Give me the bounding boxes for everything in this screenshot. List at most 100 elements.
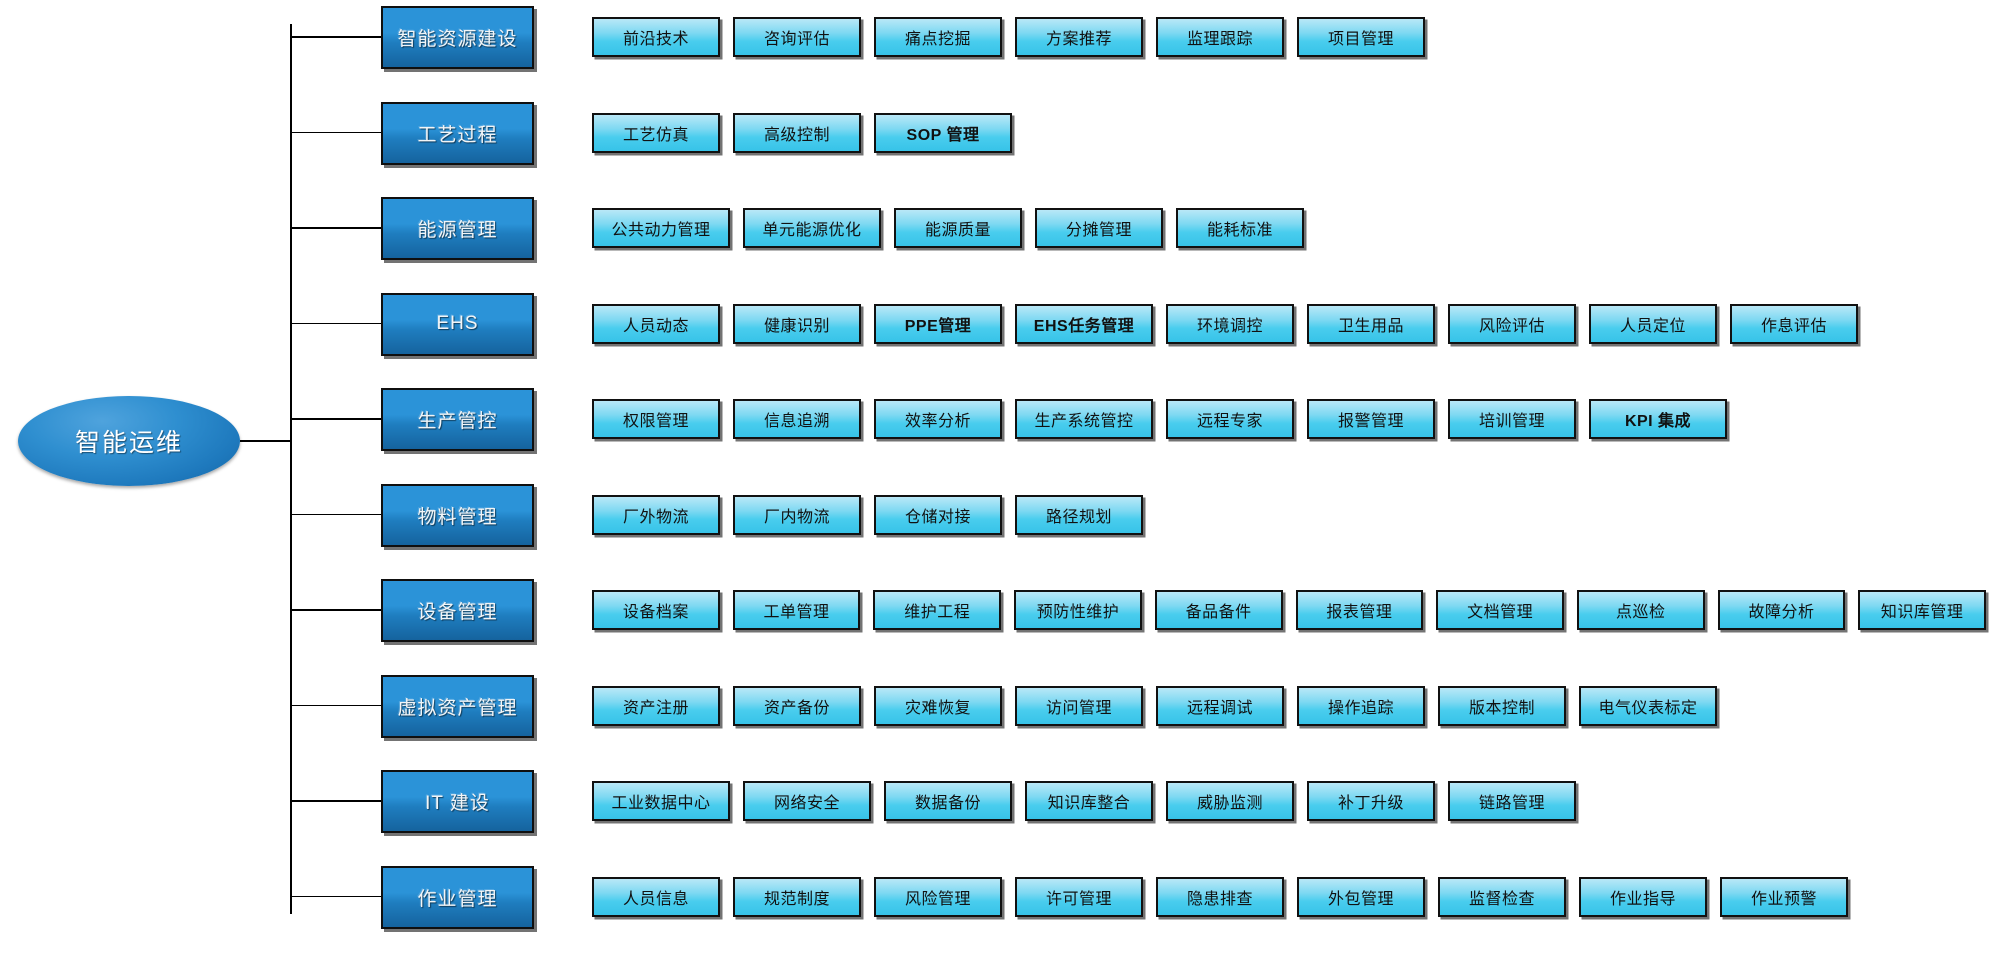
leaf-node[interactable]: 风险评估 bbox=[1448, 303, 1576, 344]
category-node[interactable]: 能源管理 bbox=[381, 197, 534, 260]
leaf-node[interactable]: 高级控制 bbox=[733, 112, 861, 153]
leaf-node[interactable]: 备品备件 bbox=[1154, 590, 1283, 630]
leaf-node[interactable]: 作业预警 bbox=[1720, 876, 1848, 917]
leaf-node[interactable]: 报警管理 bbox=[1307, 399, 1435, 439]
leaf-node[interactable]: 卫生用品 bbox=[1307, 303, 1435, 344]
leaf-node[interactable]: 点巡检 bbox=[1576, 590, 1705, 630]
leaf-node[interactable]: 能源质量 bbox=[894, 208, 1022, 248]
leaf-node[interactable]: 监督检查 bbox=[1438, 876, 1566, 917]
leaf-row: 资产注册资产备份 灾难恢复 访问管理 远程调试 操作追踪版本控制电气仪表标定 bbox=[592, 685, 1999, 726]
leaf-node-label: 咨询评估 bbox=[763, 31, 830, 48]
leaf-node-label: 权限管理 bbox=[622, 413, 689, 430]
category-node[interactable]: 生产管控 bbox=[381, 388, 534, 451]
leaf-node-label: 远程调试 bbox=[1186, 699, 1253, 717]
leaf-node[interactable]: 培训管理 bbox=[1448, 399, 1576, 439]
leaf-node[interactable]: 远程专家 bbox=[1166, 399, 1294, 439]
leaf-node[interactable]: 路径规划 bbox=[1015, 494, 1143, 535]
leaf-node[interactable]: 工艺仿真 bbox=[592, 112, 720, 153]
leaf-node[interactable]: PPE管理 bbox=[874, 303, 1002, 344]
leaf-node[interactable]: 预防性维护 bbox=[1014, 590, 1142, 630]
category-node[interactable]: 设备管理 bbox=[381, 579, 534, 642]
leaf-node[interactable]: 访问管理 bbox=[1015, 685, 1143, 726]
leaf-node[interactable]: 电气仪表标定 bbox=[1579, 685, 1717, 726]
leaf-node[interactable]: 链路管理 bbox=[1448, 781, 1576, 821]
branch-connector-line bbox=[290, 36, 382, 38]
leaf-node[interactable]: 环境调控 bbox=[1166, 303, 1294, 344]
category-node[interactable]: EHS bbox=[381, 292, 534, 356]
leaf-node-label: 作业指导 bbox=[1609, 890, 1676, 908]
leaf-node[interactable]: 工单管理 bbox=[732, 590, 861, 630]
leaf-node[interactable]: 远程调试 bbox=[1156, 685, 1284, 726]
leaf-node[interactable]: 仓储对接 bbox=[874, 494, 1002, 535]
leaf-node[interactable]: 厂外物流 bbox=[592, 494, 720, 535]
leaf-node[interactable]: 人员信息 bbox=[592, 876, 720, 917]
leaf-node[interactable]: 故障分析 bbox=[1717, 590, 1846, 630]
branch-connector-line bbox=[290, 513, 382, 516]
leaf-node[interactable]: 前沿技术 bbox=[592, 17, 720, 57]
leaf-node[interactable]: 项目管理 bbox=[1297, 17, 1425, 57]
leaf-node[interactable]: 许可管理 bbox=[1015, 876, 1143, 917]
leaf-node[interactable]: 资产注册 bbox=[592, 685, 720, 726]
leaf-node[interactable]: 版本控制 bbox=[1438, 685, 1566, 726]
leaf-node[interactable]: 文档管理 bbox=[1436, 590, 1564, 630]
leaf-node[interactable]: 规范制度 bbox=[733, 876, 861, 917]
leaf-node[interactable]: 数据备份 bbox=[884, 781, 1012, 821]
leaf-node[interactable]: SOP 管理 bbox=[874, 112, 1012, 153]
category-node-label: 虚拟资产管理 bbox=[397, 697, 518, 719]
category-node[interactable]: IT 建设 bbox=[381, 770, 534, 833]
leaf-node-label: 工艺仿真 bbox=[622, 126, 689, 144]
leaf-node[interactable]: 补丁升级 bbox=[1307, 781, 1435, 821]
leaf-node[interactable]: 威胁监测 bbox=[1166, 781, 1294, 821]
leaf-node[interactable]: 咨询评估 bbox=[733, 17, 861, 57]
root-connector-line bbox=[240, 440, 290, 442]
category-node[interactable]: 物料管理 bbox=[381, 483, 534, 547]
leaf-node[interactable]: 操作追踪 bbox=[1297, 685, 1425, 726]
leaf-node-label: 灾难恢复 bbox=[904, 699, 971, 717]
leaf-node[interactable]: 生产系统管控 bbox=[1015, 399, 1153, 439]
leaf-node[interactable]: 网络安全 bbox=[743, 781, 871, 821]
leaf-node[interactable]: 资产备份 bbox=[733, 685, 861, 726]
leaf-node-label: 文档管理 bbox=[1467, 604, 1534, 621]
leaf-node[interactable]: 作业指导 bbox=[1579, 876, 1707, 917]
category-node[interactable]: 工艺过程 bbox=[381, 101, 534, 165]
leaf-node[interactable]: 知识库管理 bbox=[1858, 590, 1987, 630]
leaf-node-label: 点巡检 bbox=[1616, 604, 1666, 621]
leaf-node[interactable]: 监理跟踪 bbox=[1156, 17, 1284, 57]
category-node[interactable]: 虚拟资产管理 bbox=[381, 674, 534, 738]
leaf-node[interactable]: 外包管理 bbox=[1297, 876, 1425, 917]
leaf-node[interactable]: 效率分析 bbox=[874, 399, 1002, 439]
leaf-node[interactable]: 风险管理 bbox=[874, 876, 1002, 917]
leaf-node[interactable]: EHS任务管理 bbox=[1015, 303, 1153, 344]
leaf-node[interactable]: 知识库整合 bbox=[1025, 781, 1153, 821]
leaf-node[interactable]: 人员定位 bbox=[1589, 303, 1717, 344]
leaf-node[interactable]: 人员动态 bbox=[592, 303, 720, 344]
root-node[interactable]: 智能运维 bbox=[18, 396, 240, 486]
leaf-node[interactable]: 设备档案 bbox=[592, 590, 720, 630]
category-node[interactable]: 智能资源建设 bbox=[381, 6, 534, 69]
leaf-node[interactable]: KPI 集成 bbox=[1589, 399, 1727, 439]
root-node-label: 智能运维 bbox=[74, 429, 183, 457]
leaf-node-label: 许可管理 bbox=[1045, 890, 1112, 908]
leaf-node[interactable]: 信息追溯 bbox=[733, 399, 861, 439]
leaf-node[interactable]: 灾难恢复 bbox=[874, 685, 1002, 726]
leaf-node[interactable]: 能耗标准 bbox=[1176, 208, 1304, 248]
leaf-node-label: 故障分析 bbox=[1748, 604, 1815, 621]
leaf-node-label: 风险评估 bbox=[1478, 317, 1545, 335]
leaf-row: 权限管理 信息追溯效率分析生产系统管控远程专家报警管理培训管理 KPI 集成 bbox=[592, 399, 1999, 439]
leaf-node[interactable]: 方案推荐 bbox=[1015, 17, 1143, 57]
leaf-node[interactable]: 单元能源优化 bbox=[743, 208, 881, 248]
leaf-node[interactable]: 工业数据中心 bbox=[592, 781, 730, 821]
leaf-node[interactable]: 健康识别 bbox=[733, 303, 861, 344]
leaf-node[interactable]: 痛点挖掘 bbox=[874, 17, 1002, 57]
branch-connector-line bbox=[290, 418, 382, 420]
leaf-node[interactable]: 隐患排查 bbox=[1156, 876, 1284, 917]
leaf-node[interactable]: 公共动力管理 bbox=[592, 208, 730, 248]
leaf-node[interactable]: 权限管理 bbox=[592, 399, 720, 439]
leaf-node[interactable]: 报表管理 bbox=[1295, 590, 1424, 630]
category-node[interactable]: 作业管理 bbox=[381, 865, 534, 929]
leaf-node[interactable]: 分摊管理 bbox=[1035, 208, 1163, 248]
leaf-node-label: 威胁监测 bbox=[1196, 795, 1263, 812]
leaf-node[interactable]: 厂内物流 bbox=[733, 494, 861, 535]
leaf-node[interactable]: 维护工程 bbox=[873, 590, 1002, 630]
leaf-node[interactable]: 作息评估 bbox=[1730, 303, 1858, 344]
